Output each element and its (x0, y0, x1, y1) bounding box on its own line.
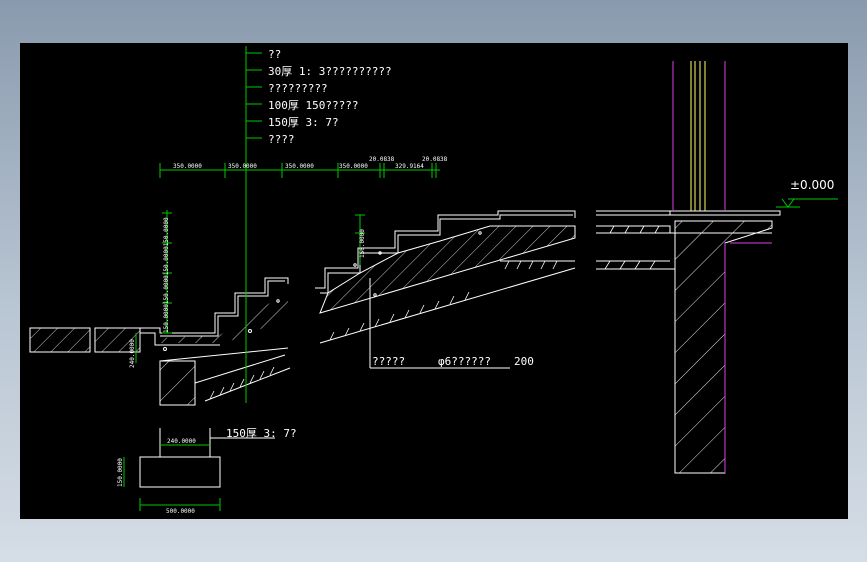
callout-label-4: 100厚 150????? (268, 99, 358, 112)
top-dim-5: 20.0838 (369, 156, 395, 163)
callout-label-2: 30厚 1: 3?????????? (268, 65, 392, 78)
footing-detail (139, 428, 275, 488)
left-stair-section (29, 277, 291, 406)
footing-dimensions (123, 444, 221, 511)
top-dim-4: 350.0000 (339, 163, 368, 170)
left-low-vertical-dim-text: 240.0000 (129, 339, 136, 368)
rebar-note-b: φ6?????? (438, 355, 491, 368)
elevation-marker (776, 198, 838, 208)
elevation-label: ±0.000 (790, 178, 834, 192)
top-dim-1: 350.0000 (173, 163, 202, 170)
callout-label-6: ???? (268, 133, 295, 146)
footing-note: 150厚 3: 7? (226, 427, 297, 440)
left-vertical-dimension (135, 210, 172, 363)
callout-label-5: 150厚 3: 7? (268, 116, 339, 129)
wall-column (672, 61, 772, 473)
top-dim-3: 350.0000 (285, 163, 314, 170)
middle-stair-section (315, 210, 576, 369)
middle-vertical-dimension (355, 214, 365, 265)
callout-label-3: ????????? (268, 82, 328, 95)
footing-bottom-width: 500.0000 (166, 508, 195, 515)
top-dim-6: 329.9164 (395, 163, 424, 170)
rebar-note-a: ????? (372, 355, 405, 368)
callout-label-1: ?? (268, 48, 281, 61)
cad-model-viewport[interactable]: 150.0000150.0000150.0000150.0000 240.000… (20, 43, 848, 519)
top-dim-2: 350.0000 (228, 163, 257, 170)
middle-vertical-dim-text: 150.0000 (359, 229, 366, 258)
footing-height: 150.0000 (117, 458, 124, 487)
top-dimension-chain (159, 163, 440, 178)
cad-drawing[interactable]: 150.0000150.0000150.0000150.0000 240.000… (20, 43, 848, 519)
footing-top-width: 240.0000 (167, 438, 196, 445)
rebar-note-c: 200 (514, 355, 534, 368)
layer-callout-leader (245, 46, 262, 403)
top-dim-7: 20.0838 (422, 156, 448, 163)
right-wall-section (596, 210, 781, 474)
left-stair-vertical-dim-text: 150.0000150.0000150.0000150.0000 (163, 217, 170, 333)
